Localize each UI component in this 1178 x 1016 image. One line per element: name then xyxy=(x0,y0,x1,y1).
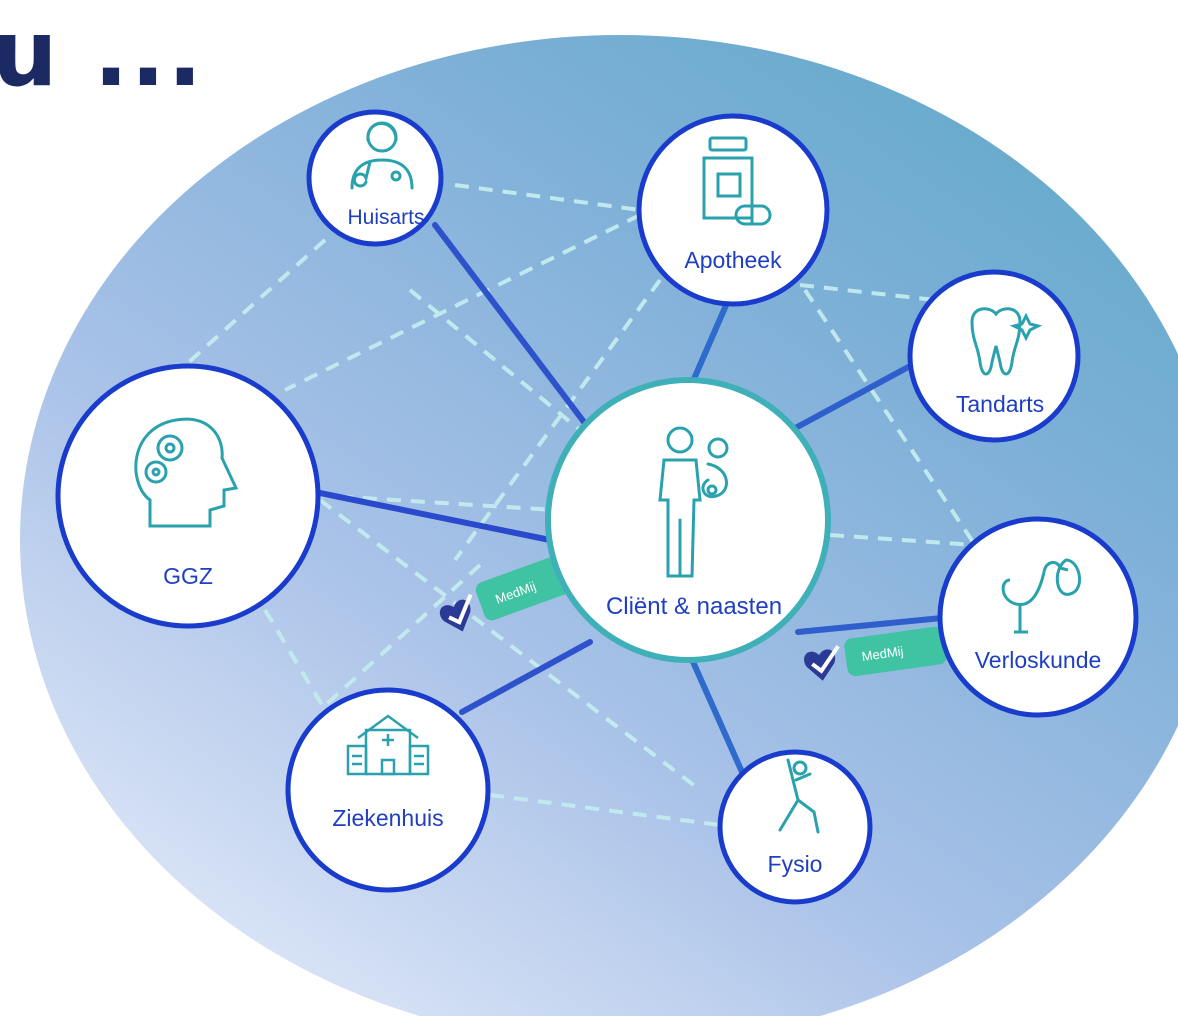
medicine-bottle-icon xyxy=(702,136,772,226)
svg-text:Ziekenhuis: Ziekenhuis xyxy=(332,805,443,831)
node-apotheek[interactable]: Apotheek xyxy=(636,113,830,307)
page-heading: u ... xyxy=(0,0,205,107)
dashed-connections xyxy=(178,183,977,827)
medmij-badge-text: MedMij xyxy=(861,643,905,664)
link-solid-ggz xyxy=(312,489,553,543)
link-solid-huisarts xyxy=(432,222,593,433)
link-lower-ziekenhuis xyxy=(318,563,482,712)
svg-text:Tandarts: Tandarts xyxy=(956,391,1044,417)
link-client-verloskunde xyxy=(829,533,976,547)
link-ggz-fysio xyxy=(318,498,702,792)
link-apotheek-ggz xyxy=(284,213,641,392)
svg-text:Cliënt & naasten: Cliënt & naasten xyxy=(606,593,782,620)
tooth-icon xyxy=(970,307,1043,376)
doctor-icon xyxy=(350,121,414,190)
medmij-heart-icon xyxy=(439,599,471,632)
node-tandarts[interactable]: Tandarts xyxy=(907,269,1081,443)
node-client[interactable]: Cliënt & naasten xyxy=(545,377,831,663)
link-solid-ziekenhuis xyxy=(459,639,593,715)
link-ggz-client xyxy=(314,493,556,512)
parent-with-child-icon xyxy=(658,426,729,578)
stretching-person-icon xyxy=(778,758,820,834)
stork-icon xyxy=(1001,558,1081,634)
link-solid-apotheek xyxy=(687,300,730,391)
link-solid-verloskunde xyxy=(795,615,945,635)
node-huisarts[interactable]: Huisarts xyxy=(306,109,444,247)
svg-text:Huisarts: Huisarts xyxy=(347,206,424,229)
svg-text:Verloskunde: Verloskunde xyxy=(975,647,1102,673)
medmij-badge-left: MedMij xyxy=(439,553,579,632)
svg-text:Fysio: Fysio xyxy=(768,851,823,877)
svg-text:GGZ: GGZ xyxy=(163,563,213,589)
node-fysio[interactable]: Fysio xyxy=(717,749,873,905)
svg-text:Apotheek: Apotheek xyxy=(684,247,782,273)
head-gears-icon xyxy=(134,417,239,528)
link-ziekenhuis-fysio xyxy=(489,793,721,827)
link-huisarts-ggz xyxy=(178,238,327,372)
hospital-icon xyxy=(346,714,430,776)
solid-connections xyxy=(312,222,945,775)
link-ggz-ziekenhuis xyxy=(263,608,327,712)
link-solid-fysio xyxy=(687,652,745,775)
node-ziekenhuis[interactable]: Ziekenhuis xyxy=(285,687,491,893)
link-huisarts-apotheek xyxy=(454,183,641,212)
link-solid-tandarts xyxy=(785,362,915,435)
node-verloskunde[interactable]: Verloskunde xyxy=(937,516,1139,718)
link-apotheek-verloskunde xyxy=(803,288,977,547)
node-ggz[interactable]: GGZ xyxy=(55,363,321,629)
medmij-heart-icon xyxy=(804,649,836,681)
medmij-badge-right: MedMij xyxy=(804,626,947,681)
link-apotheek-lower xyxy=(453,278,662,562)
